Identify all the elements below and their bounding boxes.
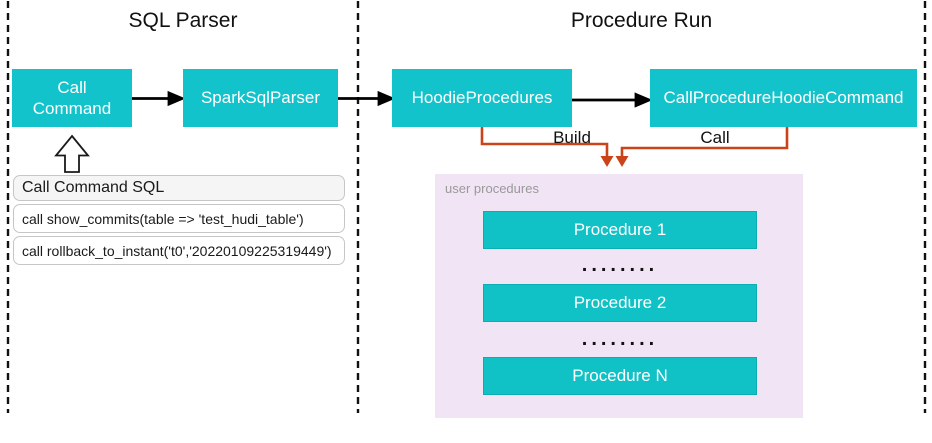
user-procedures-label: user procedures bbox=[445, 181, 539, 196]
node-hoodie-procedures: HoodieProcedures bbox=[392, 69, 572, 127]
sql-panel-row: call show_commits(table => 'test_hudi_ta… bbox=[13, 204, 345, 233]
ellipsis-dots: ........ bbox=[581, 254, 659, 276]
orange-arrowheads bbox=[600, 156, 629, 167]
ellipsis-dots: ........ bbox=[581, 328, 659, 350]
arrowhead-down-icon bbox=[615, 156, 629, 167]
up-block-arrow-icon bbox=[54, 134, 90, 173]
edge-label-call: Call bbox=[700, 128, 730, 147]
section-title-procedure-run: Procedure Run bbox=[570, 9, 713, 32]
user-procedures-panel: user procedures Procedure 1 ........ Pro… bbox=[435, 174, 803, 418]
arrowhead-down-icon bbox=[600, 156, 614, 167]
node-spark-sql-parser: SparkSqlParser bbox=[183, 69, 338, 127]
procedure-item: Procedure 1 bbox=[483, 211, 757, 249]
arrowhead-icon bbox=[377, 90, 396, 107]
node-call-procedure-hoodie-command: CallProcedureHoodieCommand bbox=[650, 69, 917, 127]
node-call-command: Call Command bbox=[12, 69, 132, 127]
procedure-item: Procedure N bbox=[483, 357, 757, 395]
arrowhead-icon bbox=[167, 90, 186, 107]
sql-panel-row: call rollback_to_instant('t0','202201092… bbox=[13, 236, 345, 265]
arrowhead-icon bbox=[634, 92, 653, 108]
sql-panel-header: Call Command SQL bbox=[13, 175, 345, 201]
section-title-sql-parser: SQL Parser bbox=[128, 9, 238, 32]
edge-label-build: Build bbox=[553, 128, 591, 147]
procedure-item: Procedure 2 bbox=[483, 284, 757, 322]
